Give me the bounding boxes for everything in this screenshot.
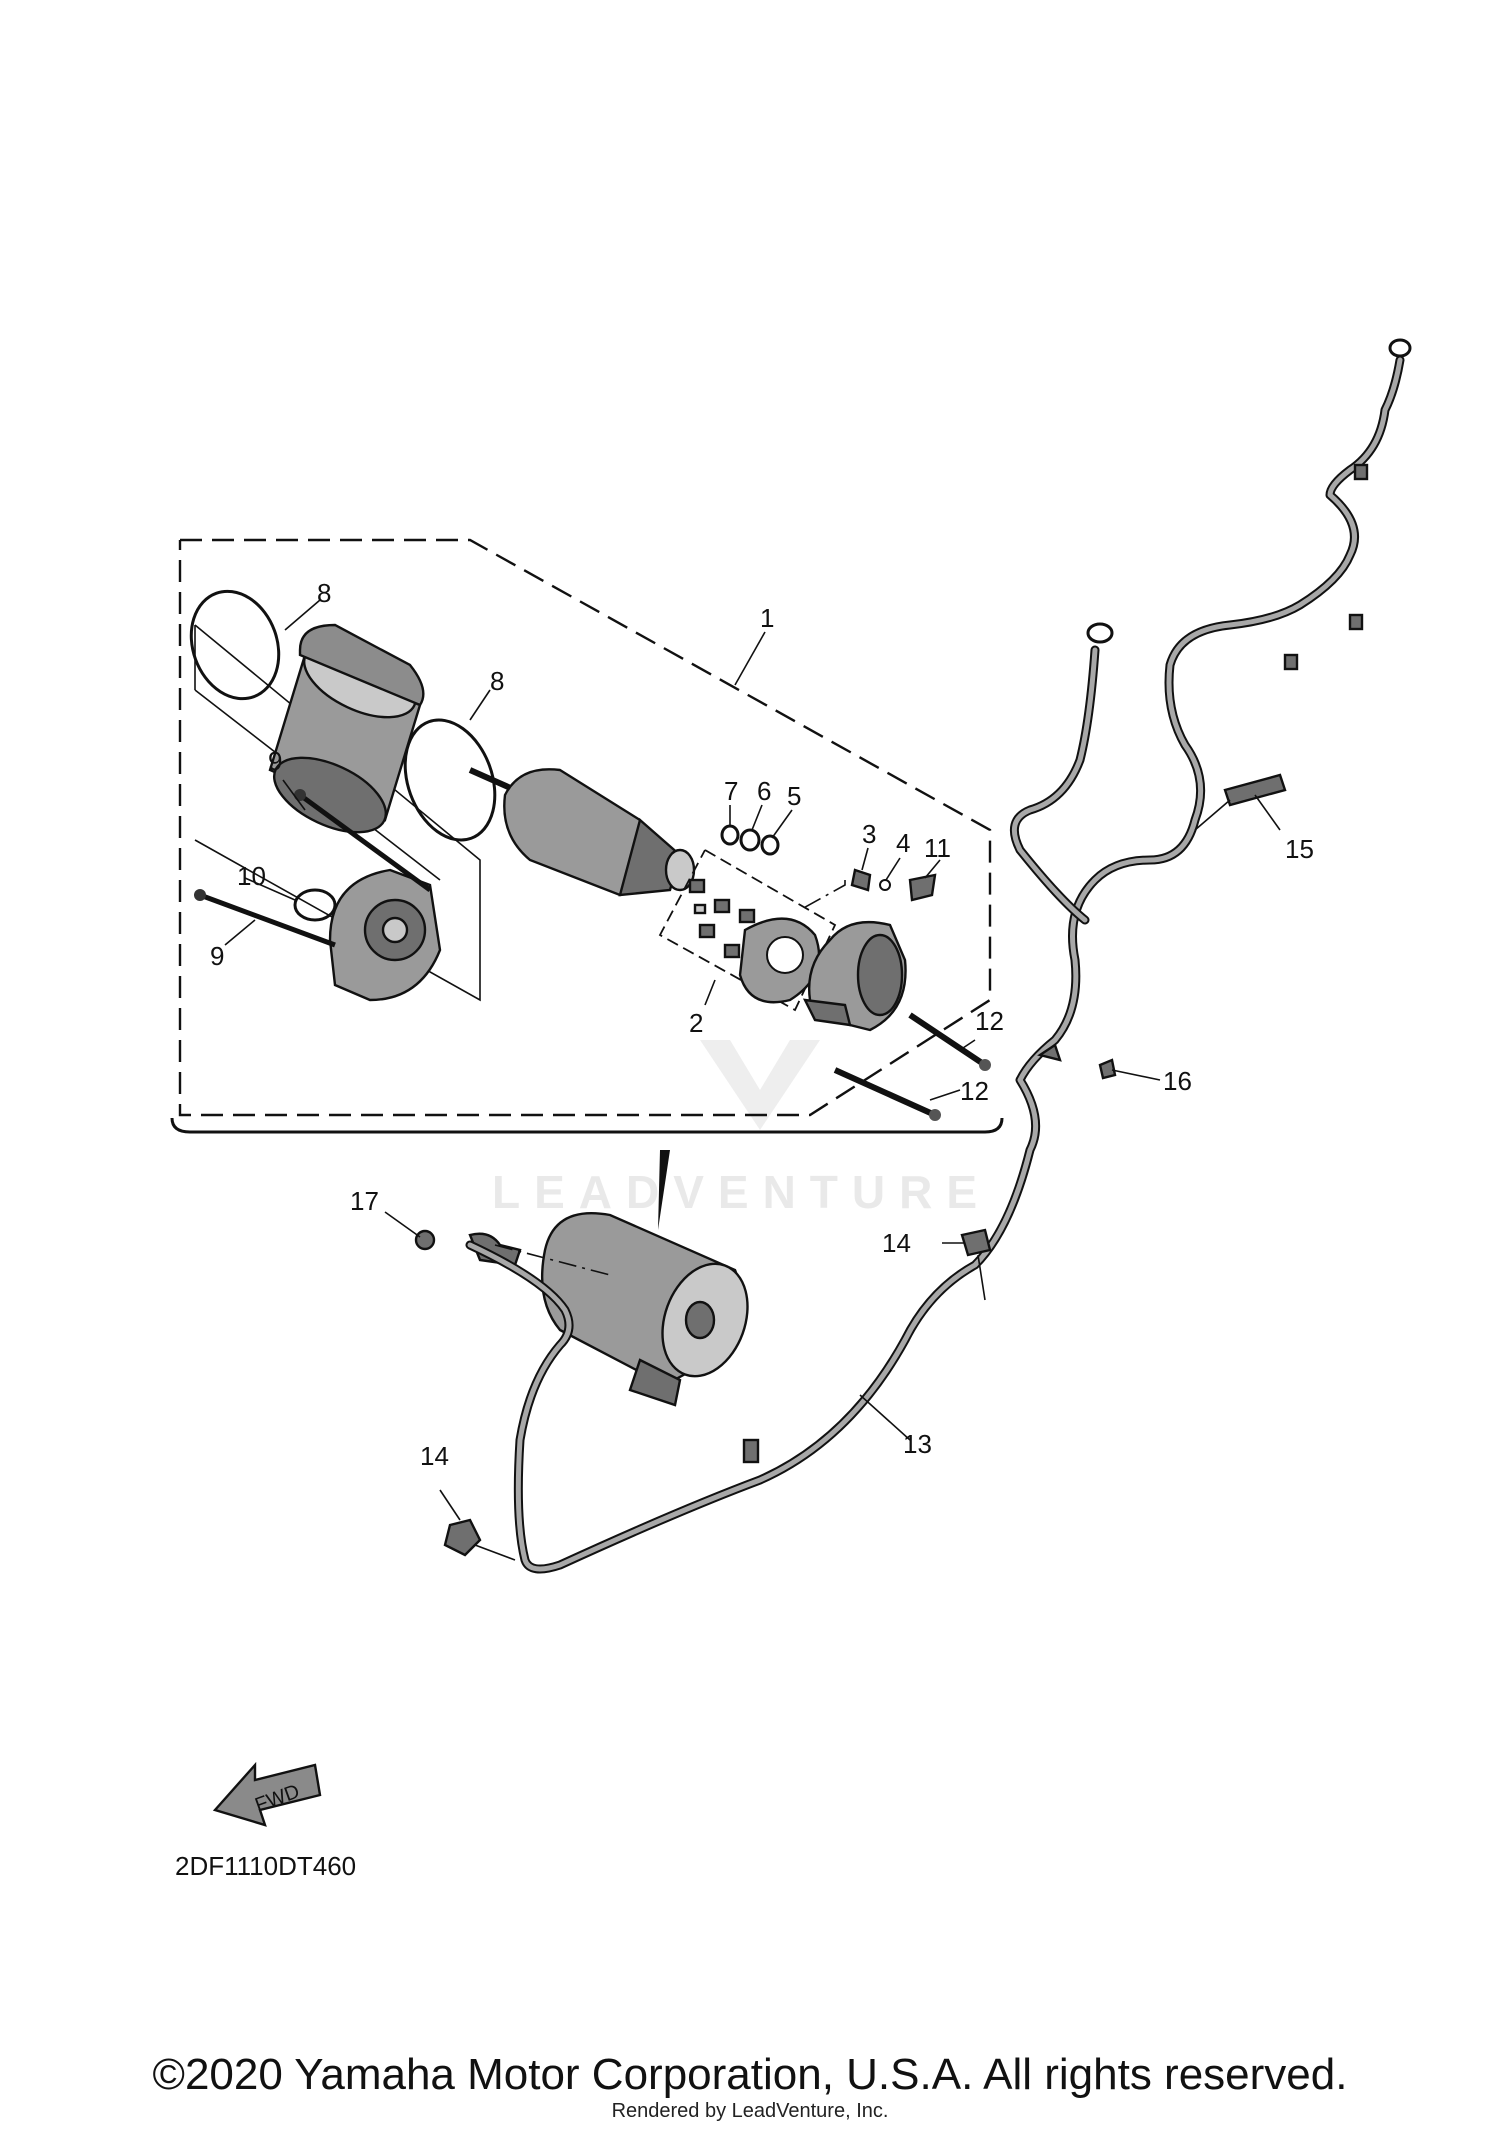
o-ring-8b: [403, 718, 497, 842]
cable-cover-15: [1223, 773, 1287, 807]
front-cover: [194, 789, 442, 1002]
starter-motor-assembly: [414, 1212, 749, 1407]
callout-14a: 14: [882, 1228, 911, 1258]
exploded-view-frame: [170, 538, 1004, 1230]
callout-16: 16: [1163, 1066, 1192, 1096]
o-ring-10: [293, 888, 337, 922]
bolt-12a: [833, 1067, 937, 1118]
callout-12a: 12: [975, 1006, 1004, 1036]
callout-2: 2: [689, 1008, 703, 1038]
forward-arrow-icon: FWD: [212, 1761, 322, 1827]
callout-17: 17: [350, 1186, 379, 1216]
callout-15: 15: [1285, 834, 1314, 864]
leader-lines: [224, 599, 1281, 1561]
o-ring-8a: [189, 589, 281, 701]
callout-11: 11: [924, 833, 951, 863]
rendered-by-notice: Rendered by LeadVenture, Inc.: [611, 2100, 889, 2122]
callout-6: 6: [757, 776, 771, 806]
terminal-hardware: [720, 824, 937, 911]
callout-12b: 12: [960, 1076, 989, 1106]
callout-8a: 8: [317, 578, 331, 608]
yoke-housing: [268, 623, 425, 834]
armature: [468, 767, 696, 897]
callout-14b: 14: [420, 1441, 449, 1471]
callout-7: 7: [724, 776, 738, 806]
copyright-notice: ©2020 Yamaha Motor Corporation, U.S.A. A…: [152, 2050, 1348, 2099]
callout-4: 4: [896, 828, 910, 858]
callout-3: 3: [862, 819, 876, 849]
rear-cover: [802, 921, 907, 1032]
bolt-12b: [908, 1012, 987, 1068]
clamp-14a: [960, 1228, 992, 1257]
callout-9b: 9: [210, 941, 224, 971]
callout-13: 13: [903, 1429, 932, 1459]
brush-holder-set: [658, 849, 837, 1012]
callout-labels: 1 2 3 4 5 6 7 8 8 9 9 10 11 12 12 13 14 …: [210, 578, 1314, 1471]
watermark: LEADVENTURE: [492, 1040, 991, 1218]
callout-9a: 9: [268, 746, 282, 776]
callout-1: 1: [760, 603, 774, 633]
diagram-code: 2DF1110DT460: [175, 1851, 356, 1881]
callout-10: 10: [237, 861, 266, 891]
clamp-14b: [443, 1518, 482, 1557]
nut-17: [414, 1229, 436, 1251]
callout-5: 5: [787, 781, 801, 811]
bolt-16: [1098, 1058, 1117, 1080]
starter-cable: [443, 338, 1412, 1574]
watermark-text: LEADVENTURE: [492, 1166, 991, 1218]
callout-8b: 8: [490, 666, 504, 696]
